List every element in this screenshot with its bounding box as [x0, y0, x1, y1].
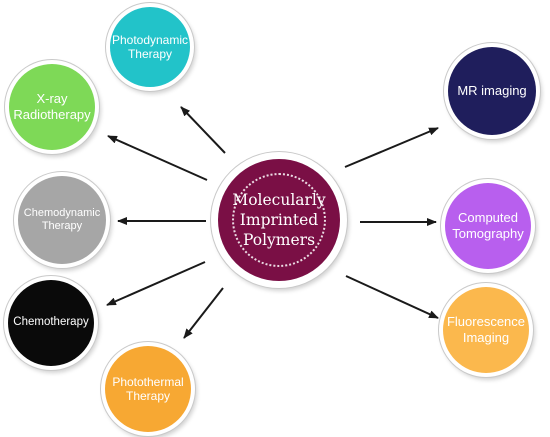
node-mr-imaging: MR imaging	[444, 43, 540, 139]
node-ct-fill: Computed Tomography	[445, 183, 531, 269]
center-node-fill: Molecularly Imprinted Polymers	[218, 159, 340, 281]
node-chemotherapy: Chemotherapy	[4, 276, 98, 370]
arrow-to-mr	[344, 127, 439, 168]
node-photodynamic-fill: Photodynamic Therapy	[110, 7, 190, 87]
arrow-to-chemotherapy	[106, 261, 206, 306]
node-mr-label: MR imaging	[457, 83, 527, 99]
arrow-to-photothermal	[183, 287, 224, 339]
node-computed-tomography: Computed Tomography	[441, 179, 535, 273]
center-node-label: Molecularly Imprinted Polymers	[232, 190, 326, 250]
node-xray-radiotherapy: X-ray Radiotherapy	[5, 60, 99, 154]
center-node-molecularly-imprinted-polymers: Molecularly Imprinted Polymers	[211, 152, 347, 288]
node-chemodynamic-fill: Chemodynamic Therapy	[18, 176, 106, 264]
node-photodynamic-label: Photodynamic Therapy	[111, 32, 189, 61]
node-chemotherapy-fill: Chemotherapy	[8, 280, 94, 366]
node-photothermal-fill: Photothermal Therapy	[105, 346, 191, 432]
node-ct-label: Computed Tomography	[452, 210, 524, 241]
node-fluorescence-label: Fluorescence Imaging	[446, 314, 526, 345]
node-xray-label: X-ray Radiotherapy	[13, 91, 91, 122]
center-dotted-ring	[232, 173, 326, 267]
node-photothermal-therapy: Photothermal Therapy	[101, 342, 195, 436]
arrow-to-fluorescence	[345, 275, 439, 319]
node-fluorescence-imaging: Fluorescence Imaging	[439, 283, 533, 377]
node-fluorescence-fill: Fluorescence Imaging	[443, 287, 529, 373]
arrow-to-photodynamic	[180, 106, 226, 154]
node-xray-fill: X-ray Radiotherapy	[9, 64, 95, 150]
node-chemodynamic-therapy: Chemodynamic Therapy	[14, 172, 110, 268]
node-mr-fill: MR imaging	[448, 47, 536, 135]
node-chemodynamic-label: Chemodynamic Therapy	[23, 206, 101, 232]
node-photodynamic-therapy: Photodynamic Therapy	[106, 3, 194, 91]
node-photothermal-label: Photothermal Therapy	[112, 374, 184, 403]
node-chemotherapy-label: Chemotherapy	[13, 316, 89, 329]
arrow-to-xray	[107, 135, 208, 181]
